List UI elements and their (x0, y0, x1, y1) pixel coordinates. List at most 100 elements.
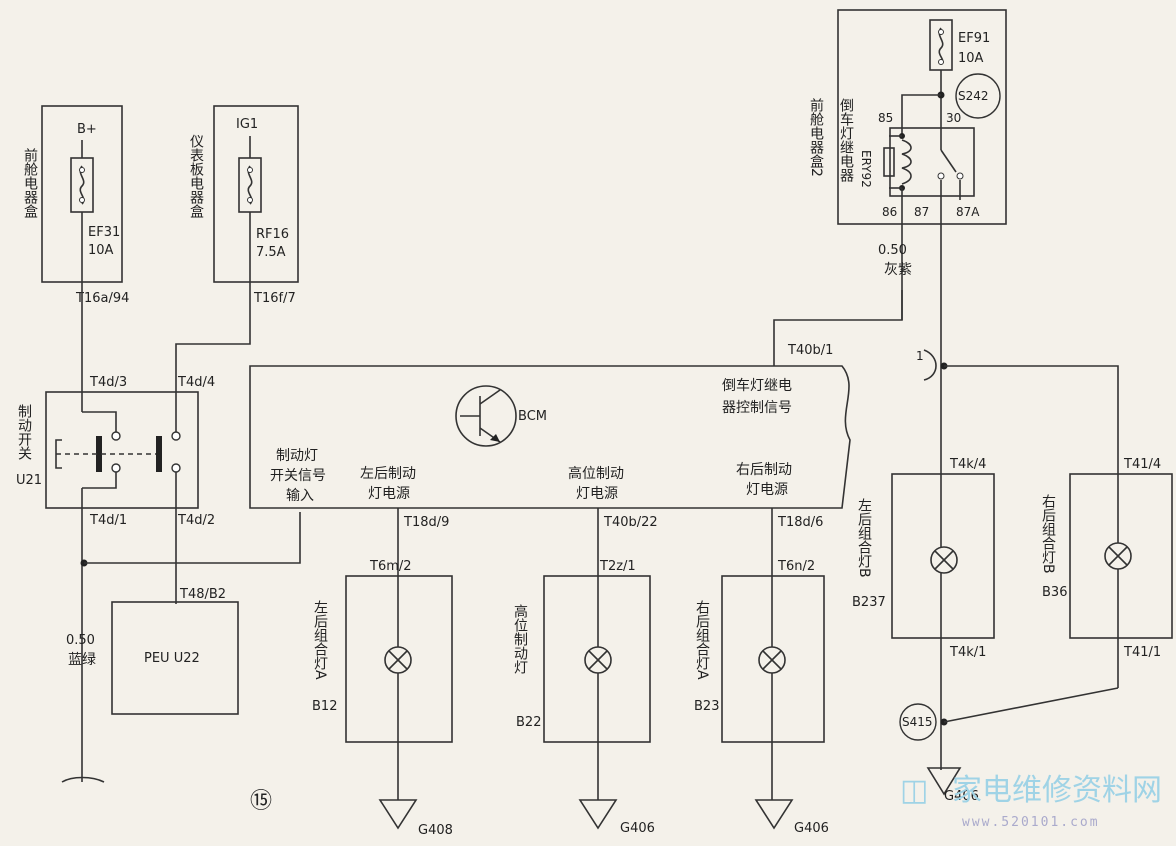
bcm-right-power-1: 右后制动 (736, 462, 792, 478)
relay-pin-30: 30 (946, 111, 961, 125)
bcm-left-power-1: 左后制动 (360, 466, 416, 482)
ip-box-label: 仪表板电器盒 (188, 134, 204, 218)
bcm-box (249, 365, 851, 509)
relay-switch-arm (940, 149, 957, 173)
brake-switch-label: 制动开关 (16, 404, 32, 460)
ground-g406-c-icon (926, 767, 962, 796)
lamp-b23-box (721, 575, 825, 743)
peu-label: PEU U22 (144, 651, 200, 666)
connector-t4d-1: T4d/1 (89, 513, 127, 528)
wire-continuation-mark (61, 776, 105, 783)
wire-size-graypurple: 0.50 (878, 243, 907, 258)
splice-1-mark (923, 349, 937, 381)
brake-switch-outline (45, 391, 199, 509)
connector-t4k-4: T4k/4 (949, 457, 986, 472)
bcm-reverse-signal-1: 倒车灯继电 (722, 377, 792, 394)
connector-t40b-1: T40b/1 (787, 343, 833, 358)
ground-g406-b-label: G406 (794, 821, 829, 836)
wire-color-bluegreen: 蓝绿 (68, 652, 96, 668)
ef31-label: EF31 (88, 225, 120, 240)
ef91-label: EF91 (958, 31, 990, 46)
relay-coil-icon (901, 139, 912, 185)
lamp-b12-label: 左后组合灯A (312, 600, 328, 680)
lamp-b23-id: B23 (694, 699, 719, 714)
relay-id-ery92: ERY92 (859, 150, 873, 188)
watermark-logo: ◫ (900, 773, 928, 808)
ground-g406-c-label: G406 (944, 789, 979, 804)
reverse-relay-label: 倒车灯继电器 (838, 98, 854, 182)
watermark-url: www.520101.com (962, 815, 1100, 830)
lamp-b237-label: 左后组合灯B (856, 498, 872, 578)
wire-size-bluegreen: 0.50 (66, 633, 95, 648)
relay-pin-86: 86 (882, 205, 897, 219)
connector-t16a-94: T16a/94 (75, 291, 129, 306)
bcm-high-power-2: 灯电源 (576, 486, 618, 502)
splice-s242 (955, 73, 1001, 119)
bcm-brake-input-2: 开关信号 (270, 468, 326, 484)
s242-label: S242 (958, 89, 989, 103)
ground-g408-label: G408 (418, 823, 453, 838)
s415-label: S415 (902, 715, 933, 729)
splice-s415 (899, 703, 937, 741)
wire-color-graypurple: 灰紫 (884, 262, 912, 278)
lamp-b22-id: B22 (516, 715, 541, 730)
lamp-b36-id: B36 (1042, 585, 1067, 600)
bcm-label: BCM (518, 409, 547, 424)
rf16-rating: 7.5A (256, 245, 286, 260)
connector-t4d-3: T4d/3 (89, 375, 127, 390)
bcm-left-power-2: 灯电源 (368, 486, 410, 502)
connector-t18d-6: T18d/6 (777, 515, 823, 530)
connector-t4d-4: T4d/4 (177, 375, 215, 390)
connector-t48-b2: T48/B2 (179, 587, 226, 602)
ef31-rating: 10A (88, 243, 114, 258)
relay-pin-87a: 87A (956, 205, 980, 219)
transistor-icon (455, 385, 517, 447)
bcm-reverse-signal-2: 器控制信号 (722, 400, 792, 416)
relay-pin-87: 87 (914, 205, 929, 219)
peu-box (111, 601, 239, 715)
lamp-b237-box (891, 473, 995, 639)
connector-t40b-22: T40b/22 (603, 515, 658, 530)
lamp-b237-id: B237 (852, 595, 886, 610)
front-box-2-outline (837, 9, 1007, 225)
connector-t6n-2: T6n/2 (777, 559, 815, 574)
switch-contact-1 (96, 436, 102, 472)
connector-t41-1: T41/1 (1123, 645, 1161, 660)
brake-switch-id: U21 (16, 473, 42, 488)
lamp-b36-box (1069, 473, 1173, 639)
ground-g406-a-icon (578, 799, 618, 830)
bplus-label: B+ (77, 122, 97, 137)
watermark-text: 家电维修资料网 (952, 773, 1162, 808)
rf16-label: RF16 (256, 227, 289, 242)
bcm-brake-input-1: 制动灯 (276, 448, 318, 464)
connector-t18d-9: T18d/9 (403, 515, 449, 530)
relay-pin-85: 85 (878, 111, 893, 125)
connector-t6m-2: T6m/2 (369, 559, 412, 574)
lamp-b22-label: 高位制动灯 (512, 603, 528, 675)
ground-g406-b-icon (754, 799, 794, 830)
bcm-right-power-2: 灯电源 (746, 482, 788, 498)
connector-t2z-1: T2z/1 (599, 559, 636, 574)
front-box-1-label: 前舱电器盒 (22, 147, 38, 218)
lamp-b12-id: B12 (312, 699, 337, 714)
relay-coil-resistor (883, 147, 895, 177)
ig1-label: IG1 (236, 117, 258, 132)
ip-box-outline (213, 105, 299, 283)
ground-g406-a-label: G406 (620, 821, 655, 836)
lamp-b22-box (543, 575, 651, 743)
bcm-high-power-1: 高位制动 (568, 465, 624, 482)
switch-contact-2 (156, 436, 162, 472)
lamp-b36-label: 右后组合灯B (1040, 494, 1056, 574)
ground-g408-icon (378, 799, 418, 830)
relay-box (889, 127, 975, 197)
page-number: ⑮ (250, 789, 272, 814)
lamp-b23-label: 右后组合灯A (694, 600, 710, 680)
lamp-b12-box (345, 575, 453, 743)
ef91-rating: 10A (958, 51, 984, 66)
bcm-brake-input-3: 输入 (286, 488, 314, 504)
connector-t4d-2: T4d/2 (177, 513, 215, 528)
connector-t4k-1: T4k/1 (949, 645, 986, 660)
splice-1-label: 1 (916, 349, 924, 363)
connector-t16f-7: T16f/7 (253, 291, 296, 306)
